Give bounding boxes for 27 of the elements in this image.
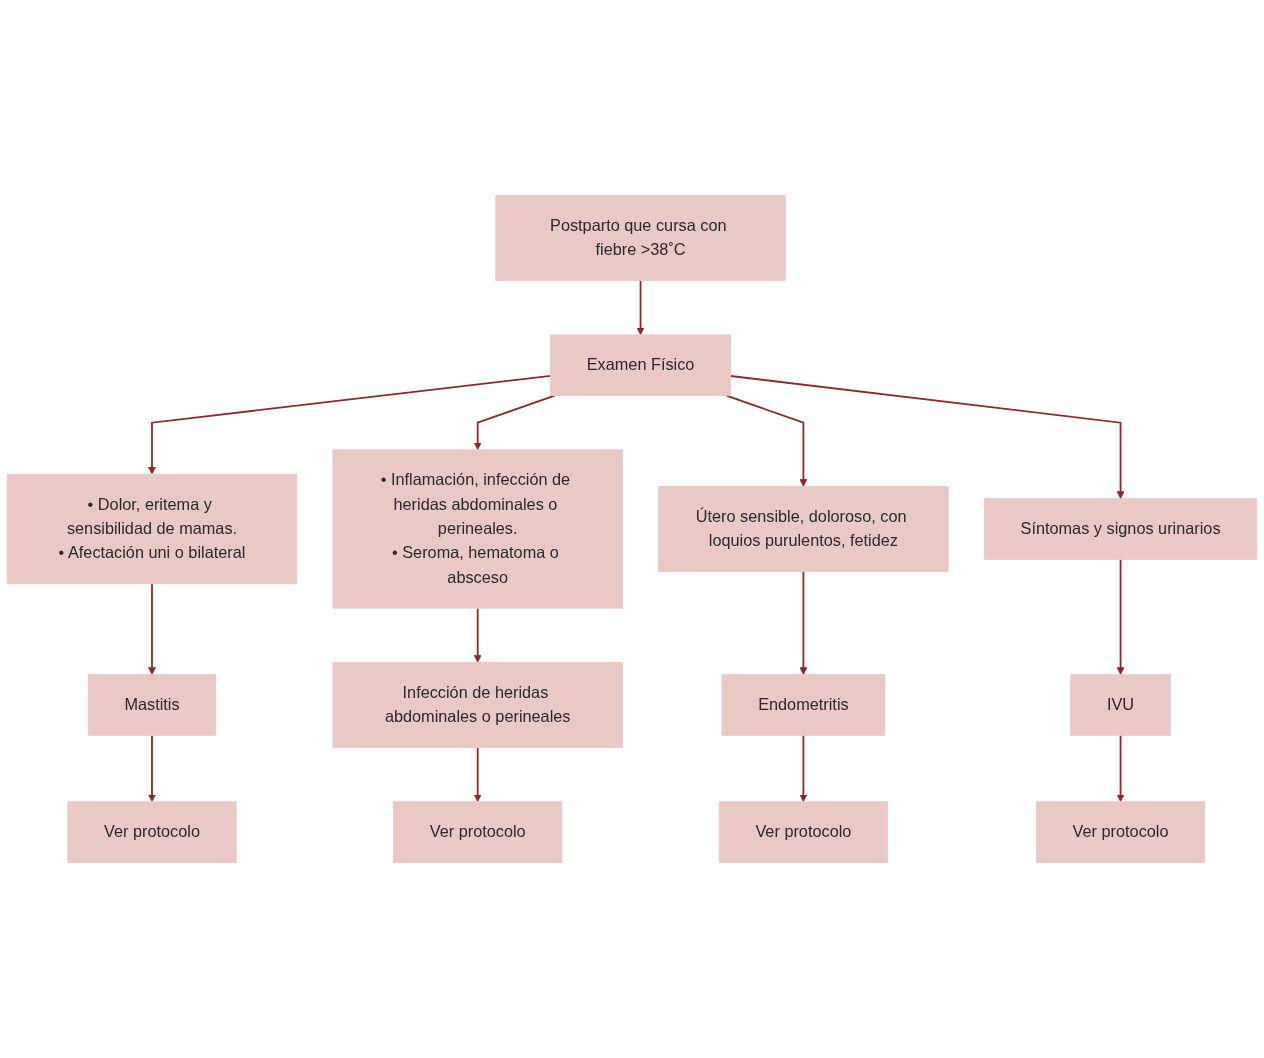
node-box: Endometritis <box>721 674 886 736</box>
arrow <box>148 582 156 675</box>
node-box: IVU <box>1070 674 1171 736</box>
node-box: Examen Físico <box>550 334 732 396</box>
arrow <box>148 374 552 475</box>
node-box: Infección de heridas abdominales o perineales <box>332 662 623 748</box>
arrow <box>1116 558 1125 675</box>
arrow <box>1116 734 1125 803</box>
node-box: Ver protocolo <box>718 801 889 863</box>
arrow <box>729 375 1125 500</box>
node-box: Ver protocolo <box>1035 801 1206 863</box>
arrow <box>799 734 808 803</box>
node-box: • Inflamación, infección de heridas abdominales o perineales. • Seroma, hematoma o absceso <box>332 449 623 609</box>
arrow <box>473 607 482 663</box>
arrow <box>148 734 156 803</box>
arrow <box>636 279 645 336</box>
arrow <box>473 394 556 451</box>
node-box: Mastitis <box>87 674 217 736</box>
arrow <box>473 746 482 803</box>
node-box: Ver protocolo <box>67 801 237 863</box>
node-box: Postparto que cursa con fiebre >38˚C <box>495 195 786 282</box>
arrow <box>799 570 808 675</box>
node-box: Útero sensible, doloroso, con loquios purulentos, fetidez <box>658 486 949 572</box>
arrow <box>725 394 808 487</box>
node-box: • Dolor, eritema y sensibilidad de mamas. • Afectación uni o bilateral <box>6 473 298 585</box>
node-box: Síntomas y signos urinarios <box>983 498 1258 560</box>
node-box: Ver protocolo <box>393 801 563 863</box>
